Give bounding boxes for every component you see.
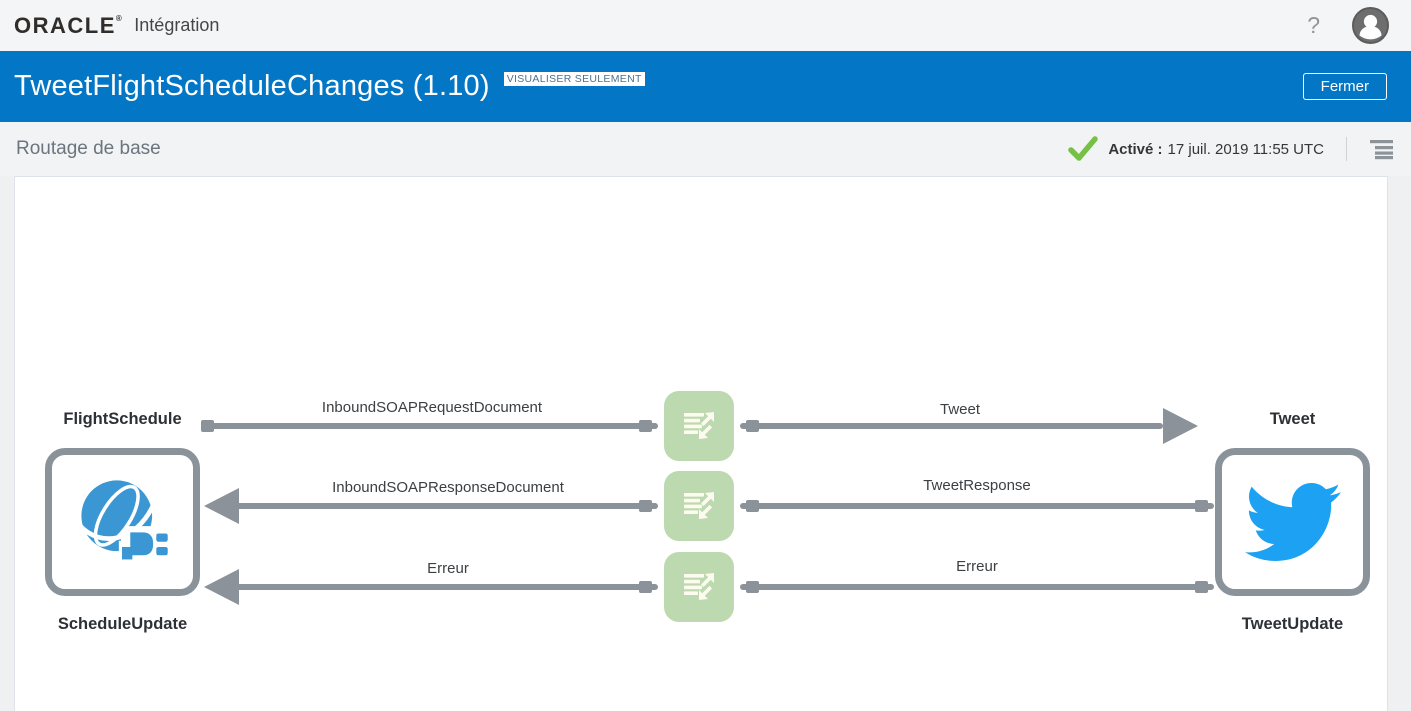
close-button[interactable]: Fermer bbox=[1302, 73, 1387, 100]
connection-3-error-label-right: Erreur bbox=[956, 558, 998, 575]
connection-3-line-right[interactable] bbox=[740, 584, 1214, 590]
activated-check-icon bbox=[1068, 136, 1099, 161]
status-divider bbox=[1346, 137, 1347, 161]
connection-1-target-label: Tweet bbox=[939, 401, 981, 418]
connection-1-request-label: InboundSOAPRequestDocument bbox=[321, 399, 543, 416]
source-trigger-label: FlightSchedule bbox=[63, 410, 182, 428]
connection-1-line-right[interactable] bbox=[740, 423, 1163, 429]
oracle-logo: ORACLE® bbox=[14, 12, 124, 38]
mapper-3-error[interactable] bbox=[664, 552, 734, 622]
section-title: Routage de base bbox=[16, 138, 161, 159]
connection-2-line-right[interactable] bbox=[740, 503, 1214, 509]
view-only-badge: VISUALISER SEULEMENT bbox=[503, 72, 645, 87]
source-node-soap[interactable] bbox=[45, 448, 200, 596]
connection-3-stub bbox=[639, 581, 652, 593]
registered-mark: ® bbox=[115, 13, 124, 23]
title-group: TweetFlightScheduleChanges (1.10) VISUAL… bbox=[14, 69, 645, 104]
help-icon[interactable]: ? bbox=[1307, 12, 1320, 38]
connection-3-error-label: Erreur bbox=[427, 560, 469, 577]
connection-1-line-left[interactable] bbox=[206, 423, 658, 429]
actions-menu-icon[interactable] bbox=[1369, 138, 1395, 160]
connection-2-stub bbox=[639, 500, 652, 512]
integration-diagram-canvas: FlightSchedule ScheduleUpdate Tweet Twee… bbox=[14, 176, 1388, 711]
application-top-bar: ORACLE® Intégration ? bbox=[0, 0, 1411, 51]
status-label: Activé : bbox=[1108, 140, 1163, 158]
mapper-1-request[interactable] bbox=[664, 391, 734, 461]
page-title: TweetFlightScheduleChanges (1.10) bbox=[14, 70, 490, 103]
activation-status: Activé : 17 juil. 2019 11:55 UTC bbox=[1068, 136, 1324, 162]
target-update-label: TweetUpdate bbox=[1241, 615, 1344, 633]
map-icon bbox=[684, 492, 714, 519]
connection-1-stub bbox=[639, 420, 652, 432]
target-trigger-label: Tweet bbox=[1269, 410, 1316, 428]
integration-header-bar: TweetFlightScheduleChanges (1.10) VISUAL… bbox=[0, 51, 1411, 122]
connection-3-stub bbox=[1195, 581, 1208, 593]
connection-1-arrowhead-right bbox=[1163, 408, 1198, 444]
connection-2-arrowhead-left bbox=[204, 488, 239, 524]
product-name: Intégration bbox=[134, 15, 220, 35]
source-update-label: ScheduleUpdate bbox=[57, 615, 188, 633]
connection-2-response-label: InboundSOAPResponseDocument bbox=[332, 479, 564, 496]
user-avatar-icon[interactable] bbox=[1352, 7, 1389, 44]
mapper-2-response[interactable] bbox=[664, 471, 734, 541]
routing-sub-header: Routage de base Activé : 17 juil. 2019 1… bbox=[0, 122, 1411, 176]
map-icon bbox=[684, 412, 714, 439]
connection-2-stub bbox=[1195, 500, 1208, 512]
soap-globe-plug-icon bbox=[78, 480, 169, 564]
target-node-twitter[interactable] bbox=[1215, 448, 1370, 596]
status-timestamp: 17 juil. 2019 11:55 UTC bbox=[1167, 140, 1324, 158]
connection-3-line-left[interactable] bbox=[236, 584, 658, 590]
connection-3-arrowhead-left bbox=[204, 569, 239, 605]
map-icon bbox=[684, 573, 714, 600]
connection-2-line-left[interactable] bbox=[236, 503, 658, 509]
twitter-bird-icon bbox=[1244, 483, 1341, 561]
connection-2-target-label: TweetResponse bbox=[923, 477, 1031, 494]
